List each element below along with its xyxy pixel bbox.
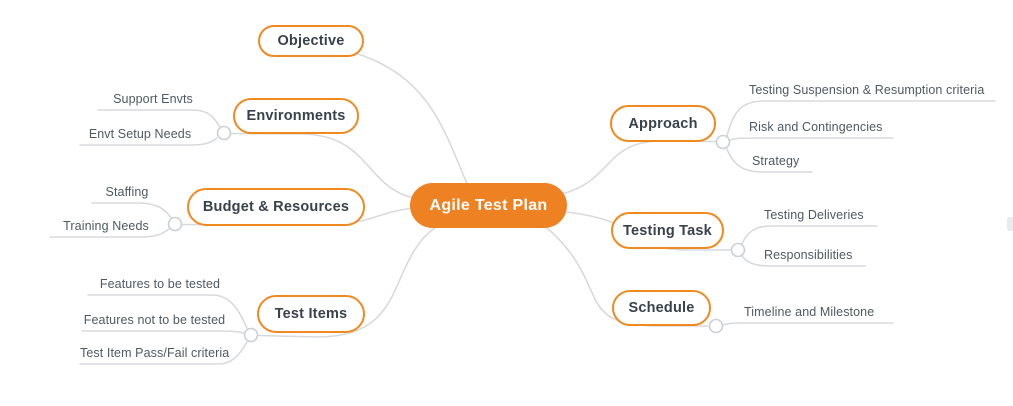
leaf-line-risk-contingencies (729, 137, 894, 141)
node-approach[interactable]: Approach (610, 105, 716, 142)
leaf-risk-and-contingencies[interactable]: Risk and Contingencies (749, 120, 883, 134)
leaf-training-needs[interactable]: Training Needs (63, 219, 149, 233)
leaf-line-staffing (91, 202, 172, 219)
toggle-approach[interactable] (715, 134, 731, 150)
branch-line-approach (561, 140, 717, 195)
toggle-budget-resources[interactable] (167, 216, 183, 232)
node-test-items[interactable]: Test Items (257, 295, 365, 333)
leaf-test-item-pass-fail-criteria[interactable]: Test Item Pass/Fail criteria (80, 346, 230, 360)
leaf-strategy[interactable]: Strategy (752, 154, 800, 168)
leaf-staffing[interactable]: Staffing (105, 185, 149, 199)
node-objective[interactable]: Objective (258, 25, 364, 57)
leaf-line-testing-deliveries (741, 225, 878, 245)
leaf-timeline-and-milestone[interactable]: Timeline and Milestone (744, 305, 875, 319)
branch-line-objective (357, 53, 469, 187)
leaf-support-envts[interactable]: Support Envts (113, 92, 193, 106)
toggle-environments[interactable] (216, 125, 232, 141)
clipped-node-edge (1007, 217, 1013, 231)
center-node-agile-test-plan[interactable]: Agile Test Plan (410, 183, 567, 228)
toggle-schedule[interactable] (708, 318, 724, 334)
leaf-envt-setup-needs[interactable]: Envt Setup Needs (88, 127, 192, 141)
toggle-test-items[interactable] (243, 327, 259, 343)
leaf-responsibilities[interactable]: Responsibilities (764, 248, 853, 262)
leaf-features-to-be-tested[interactable]: Features to be tested (99, 277, 221, 291)
leaf-line-support-envts (97, 109, 221, 128)
leaf-testing-suspension-resumption-criteria[interactable]: Testing Suspension & Resumption criteria (749, 83, 985, 97)
node-environments[interactable]: Environments (233, 98, 359, 134)
node-testing-task[interactable]: Testing Task (611, 212, 724, 249)
leaf-testing-deliveries[interactable]: Testing Deliveries (764, 208, 864, 222)
node-schedule[interactable]: Schedule (612, 290, 711, 326)
leaf-line-timeline-milestone (722, 322, 894, 326)
leaf-features-not-to-be-tested[interactable]: Features not to be tested (83, 313, 226, 327)
toggle-testing-task[interactable] (730, 242, 746, 258)
leaf-line-features-not-to-be-tested (81, 330, 245, 334)
node-budget-resources[interactable]: Budget & Resources (187, 188, 365, 226)
